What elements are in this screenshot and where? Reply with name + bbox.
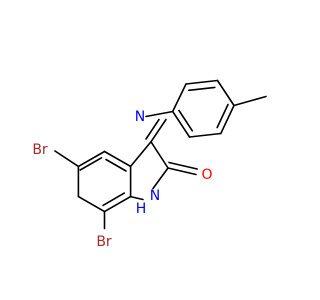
bond — [150, 141, 169, 169]
bond — [188, 132, 222, 138]
bond — [77, 150, 106, 168]
bromine-label-bottom: Br — [96, 234, 112, 250]
imine-nitrogen-label: N — [135, 109, 145, 125]
bond — [216, 79, 235, 107]
bromine-label-top: Br — [32, 142, 48, 158]
bond — [77, 195, 106, 213]
amide-nitrogen-label: N — [150, 188, 160, 204]
bond — [178, 109, 194, 132]
bond — [145, 118, 160, 140]
bond — [185, 79, 219, 85]
bond — [103, 150, 132, 168]
bond — [188, 86, 216, 92]
bond — [216, 103, 229, 129]
bond — [168, 161, 198, 170]
chemical-structure: Br Br N N H O — [32, 79, 267, 250]
bond — [105, 158, 127, 172]
atom-labels: Br Br N N H O — [32, 109, 212, 250]
bond — [129, 141, 152, 168]
bond — [152, 167, 169, 190]
carbonyl-oxygen-label: O — [201, 167, 212, 183]
bond — [233, 95, 267, 107]
bond — [145, 110, 174, 118]
bond — [102, 192, 126, 207]
amide-hydrogen-label: H — [136, 201, 147, 217]
bond — [171, 110, 191, 138]
bond — [150, 118, 167, 143]
bond — [220, 104, 235, 135]
bond-lines — [54, 79, 267, 230]
bond — [167, 167, 197, 176]
bond — [103, 195, 132, 213]
bond — [54, 150, 80, 168]
bond — [129, 195, 144, 201]
bond — [171, 83, 187, 113]
bond — [79, 157, 103, 171]
